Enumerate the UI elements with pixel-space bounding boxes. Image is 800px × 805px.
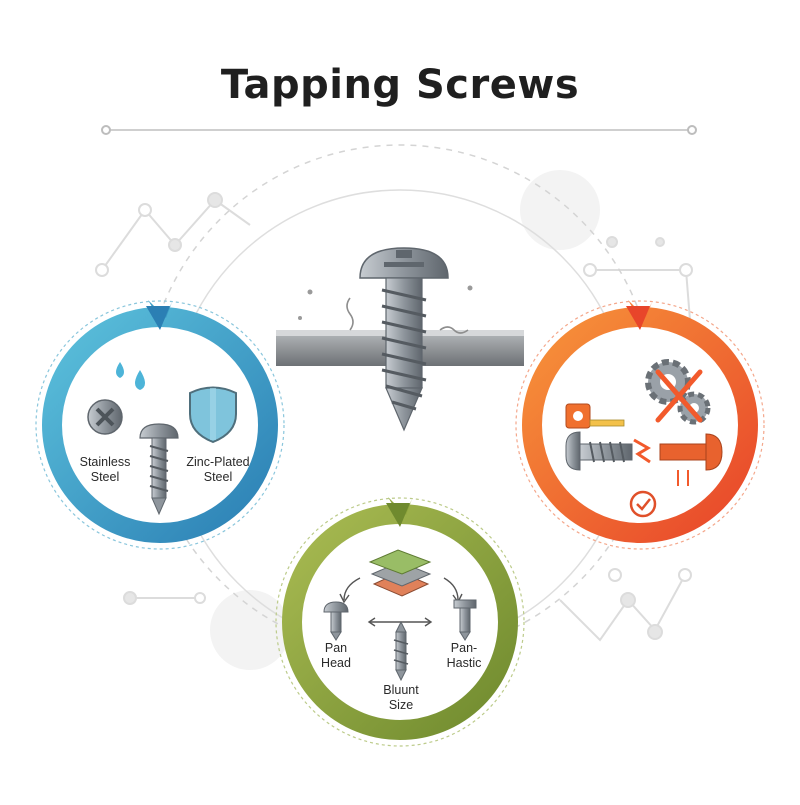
- cross-mark-icon: [655, 369, 703, 423]
- label-line: Hastic: [446, 656, 482, 670]
- label-line: Size: [388, 698, 414, 712]
- label-line: Bluunt: [383, 683, 419, 697]
- label-line: Pan: [324, 641, 348, 655]
- water-drops-icon: [116, 362, 145, 390]
- phillips-screw-head-icon: [87, 399, 123, 435]
- label-pan-head: Pan Head: [314, 641, 358, 671]
- shield-icon: [189, 386, 237, 444]
- label-zinc-plated-steel: Zinc-Plated Steel: [180, 455, 256, 485]
- label-line: Head: [321, 656, 351, 670]
- label-line: Stainless: [79, 455, 131, 469]
- pan-head-screw-icon: [323, 601, 349, 641]
- small-screw-icon: [139, 423, 179, 516]
- applications-circle: [515, 300, 765, 550]
- title-divider: [101, 125, 697, 135]
- broken-screw-icon: [565, 431, 723, 486]
- network-decoration: [95, 170, 693, 670]
- label-line: Zinc-Plated: [186, 455, 250, 469]
- center-screw-illustration: [276, 247, 524, 432]
- tape-measure-icon: [565, 403, 625, 429]
- blunt-screw-icon: [393, 620, 409, 682]
- material-layers-icon: [368, 549, 432, 597]
- check-badge-icon: [629, 490, 657, 518]
- label-line: Steel: [90, 470, 120, 484]
- label-pan-hastic: Pan- Hastic: [438, 641, 490, 671]
- label-blunt-size: Bluunt Size: [374, 683, 428, 713]
- label-line: Pan-: [450, 641, 478, 655]
- flat-head-screw-icon: [453, 599, 477, 641]
- page-title: Tapping Screws: [220, 62, 580, 108]
- label-stainless-steel: Stainless Steel: [72, 455, 138, 485]
- label-line: Steel: [203, 470, 233, 484]
